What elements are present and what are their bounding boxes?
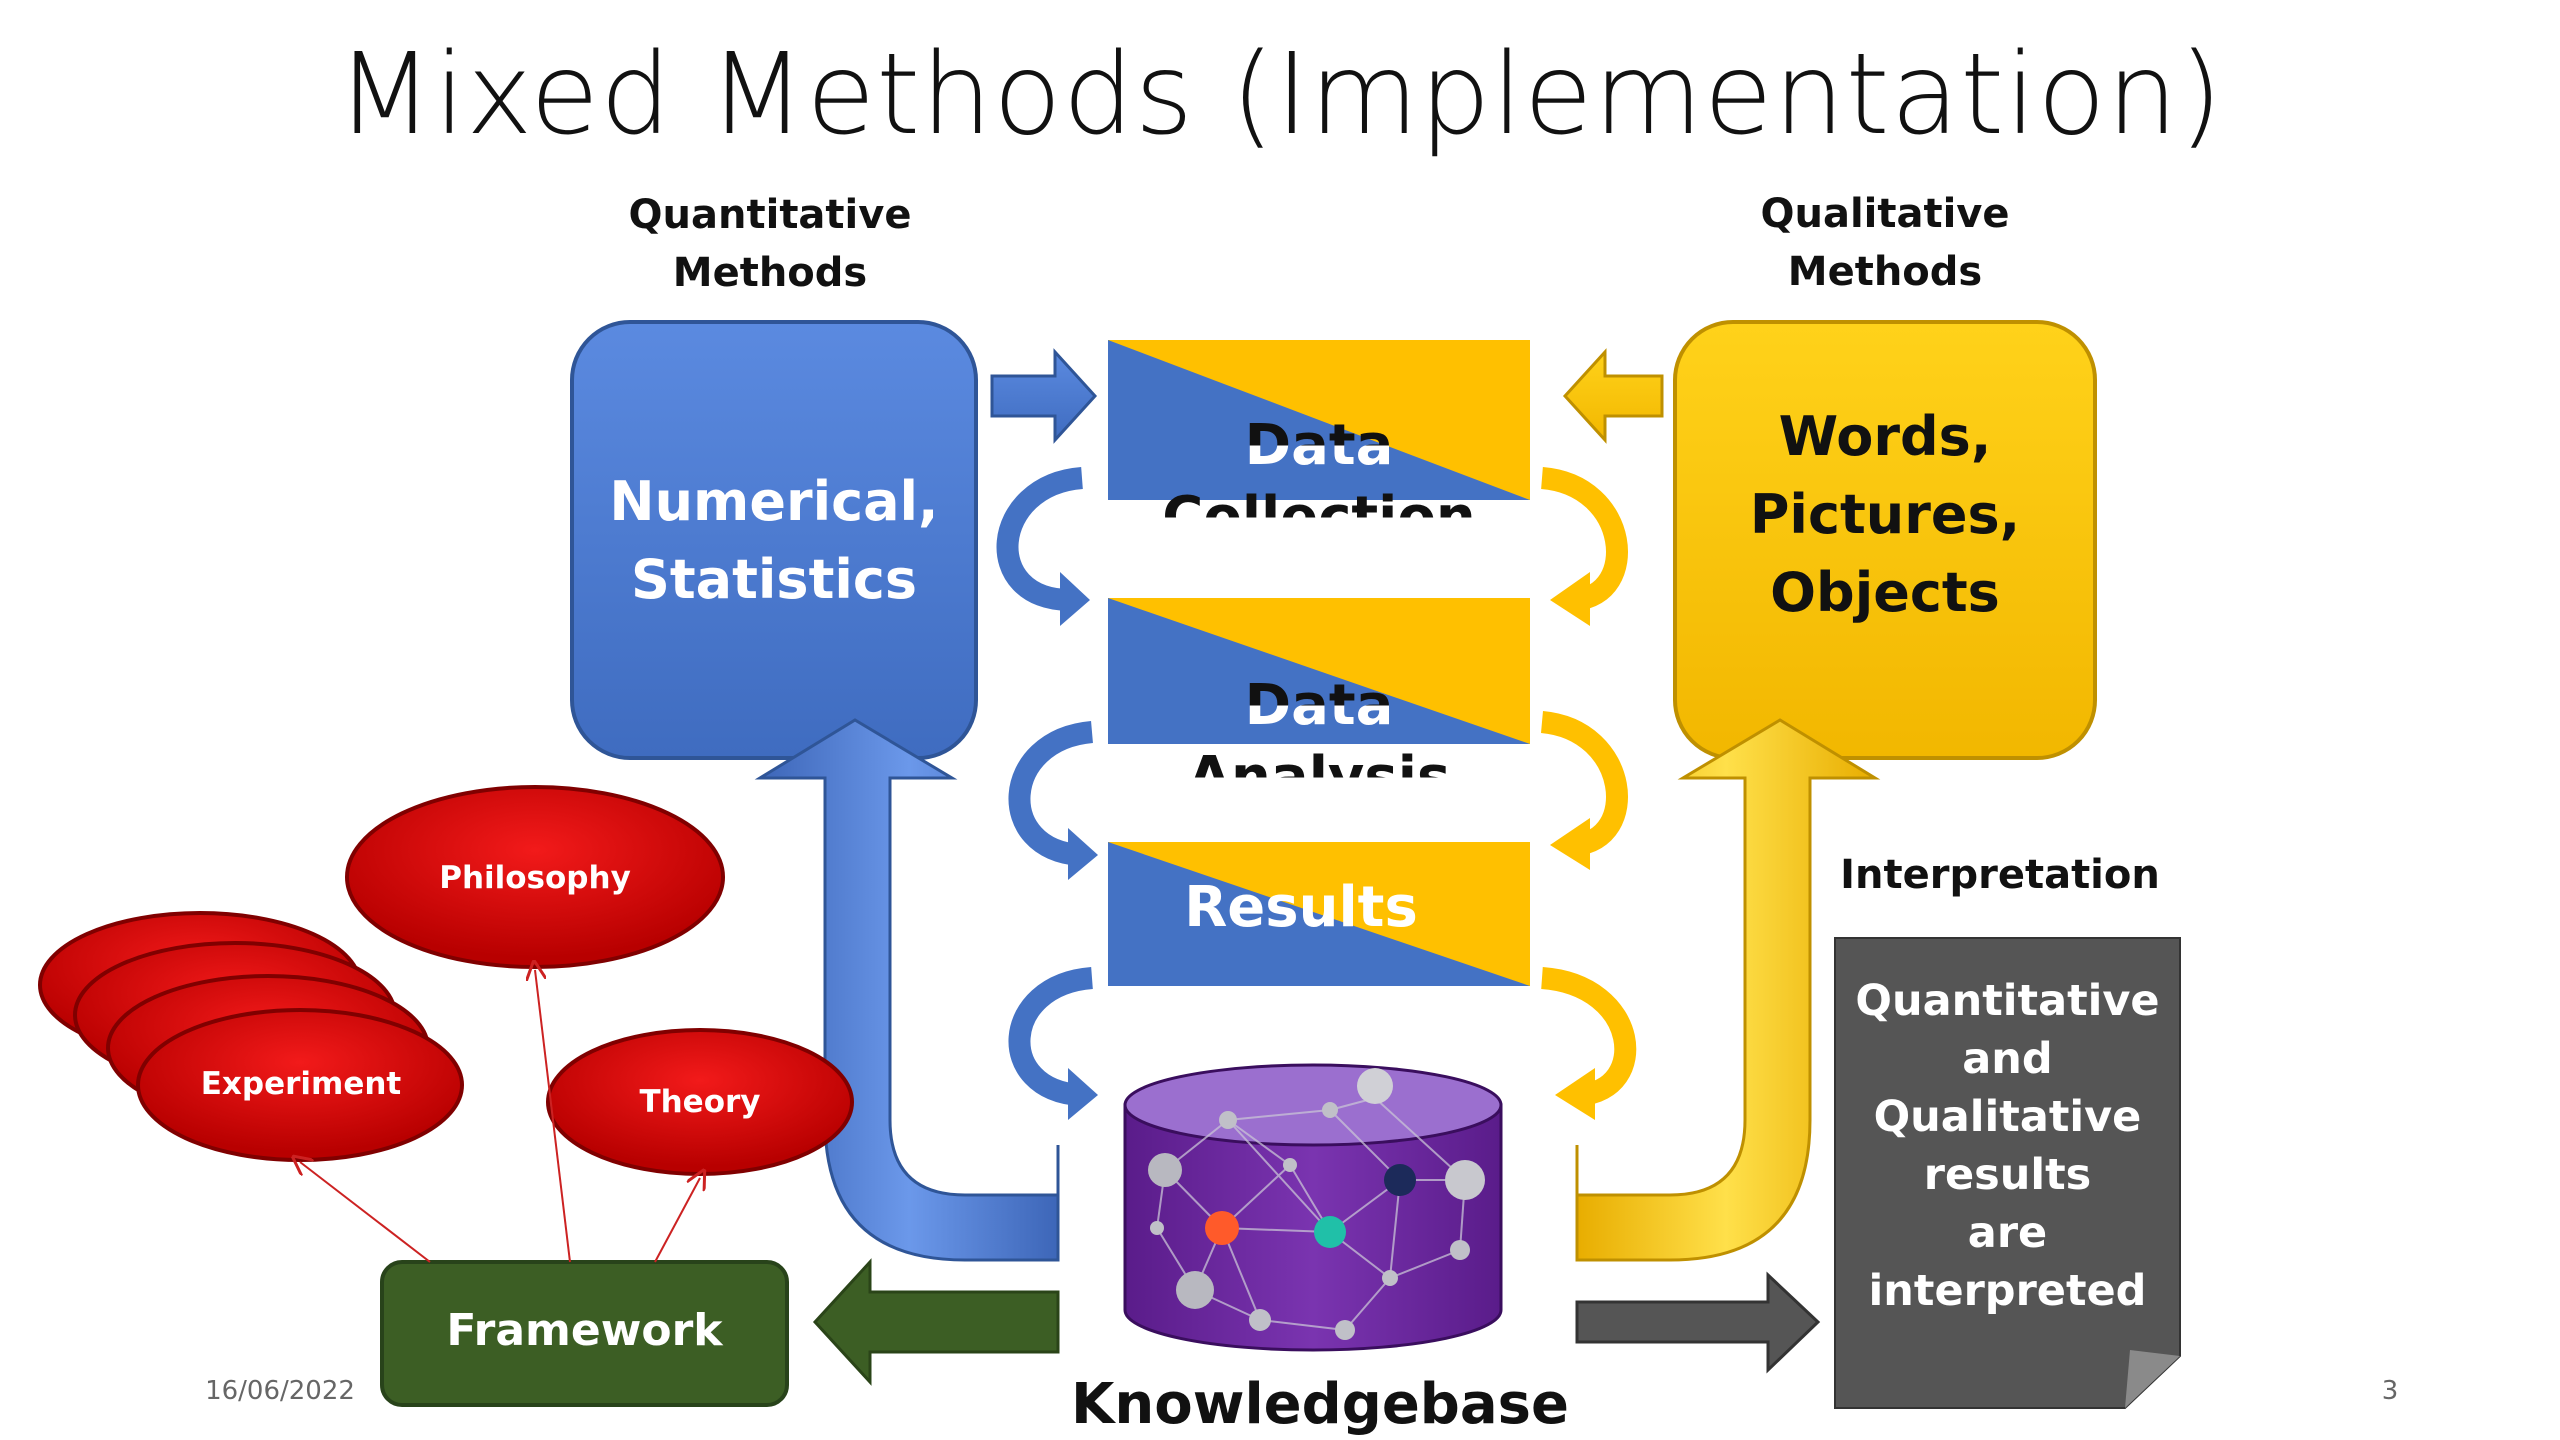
qualitative-box-text: Words, Pictures, Objects — [1749, 405, 2021, 624]
page-number: 3 — [2381, 1376, 2399, 1406]
framework-connectors — [300, 970, 700, 1263]
qualitative-to-collection-arrow — [1562, 348, 1664, 444]
experiment-label: Experiment — [200, 1066, 402, 1102]
knowledgebase-cylinder — [1123, 1063, 1503, 1352]
footer-date: 16/06/2022 — [205, 1376, 355, 1406]
qualitative-box — [1673, 320, 2097, 760]
data-analysis-label: Data Analysis — [1108, 598, 1530, 814]
quantitative-methods-header: Quantitative Methods — [628, 192, 912, 296]
framework-box — [380, 1260, 789, 1407]
page-title: Mixed Methods (Implementation) — [336, 30, 2224, 160]
quantitative-box-text: Numerical, Statistics — [609, 470, 939, 611]
interpretation-header: Interpretation — [1840, 852, 2160, 898]
yellow-u-arrow — [1575, 718, 1881, 1262]
knowledgebase-label: Knowledgebase — [1071, 1372, 1569, 1437]
results-box — [1108, 842, 1530, 986]
qualitative-methods-header: Qualitative Methods — [1760, 191, 2010, 295]
data-collection-box — [1108, 340, 1530, 500]
yellow-curved-arrow-3 — [1540, 967, 1637, 1120]
results-label: Results — [1184, 875, 1418, 940]
data-collection-text: Data Collection — [1162, 413, 1476, 550]
experiment-stack — [38, 911, 464, 1162]
quantitative-box — [570, 320, 978, 760]
data-collection-label: Data Collection — [1108, 338, 1530, 554]
theory-label: Theory — [639, 1084, 761, 1120]
interpretation-text: Quantitative and Qualitative results are… — [1855, 976, 2160, 1316]
yellow-curved-arrow-2 — [1540, 711, 1628, 870]
to-interpretation-arrow — [1575, 1271, 1821, 1374]
framework-label: Framework — [446, 1305, 723, 1356]
data-analysis-box — [1108, 598, 1530, 744]
philosophy-label: Philosophy — [439, 860, 631, 896]
blue-curved-arrow-2 — [1008, 721, 1098, 880]
blue-curved-arrow-3 — [1008, 967, 1098, 1120]
to-framework-arrow — [812, 1258, 1060, 1386]
blue-curved-arrow-1 — [996, 467, 1090, 626]
yellow-curved-arrow-1 — [1540, 467, 1628, 626]
data-analysis-text: Data Analysis — [1187, 673, 1451, 810]
quantitative-to-collection-arrow — [990, 348, 1098, 444]
